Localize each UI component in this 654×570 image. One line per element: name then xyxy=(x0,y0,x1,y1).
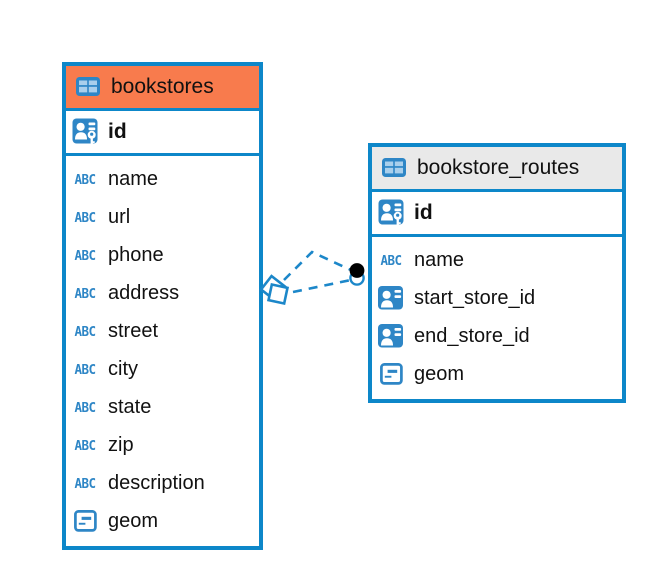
column-row-start_store_id[interactable]: start_store_id xyxy=(372,279,622,317)
column-row-geom[interactable]: geom xyxy=(66,502,259,540)
column-label: geom xyxy=(414,362,465,385)
table-icon xyxy=(74,77,102,97)
column-label: city xyxy=(108,357,138,380)
column-row-description[interactable]: ABC description xyxy=(66,464,259,502)
primary-key-label: id xyxy=(108,120,127,143)
column-label: zip xyxy=(108,433,134,456)
column-label: description xyxy=(108,471,205,494)
primary-key-icon xyxy=(377,199,405,228)
column-label: geom xyxy=(108,509,159,532)
column-row-name[interactable]: ABC name xyxy=(372,241,622,279)
table-icon xyxy=(380,158,408,178)
foreign-key-icon xyxy=(377,324,405,348)
column-label: phone xyxy=(108,243,164,266)
text-icon: ABC xyxy=(74,323,96,339)
relationship-dot-marker[interactable] xyxy=(349,263,365,286)
column-row-phone[interactable]: ABC phone xyxy=(66,236,259,274)
column-row-state[interactable]: ABC state xyxy=(66,388,259,426)
table-header[interactable]: bookstores xyxy=(66,66,259,111)
column-row-zip[interactable]: ABC zip xyxy=(66,426,259,464)
column-label: street xyxy=(108,319,159,342)
column-row-city[interactable]: ABC city xyxy=(66,350,259,388)
text-icon: ABC xyxy=(74,209,96,225)
column-label: state xyxy=(108,395,152,418)
text-icon: ABC xyxy=(74,475,96,491)
foreign-key-icon xyxy=(377,286,405,310)
column-label: url xyxy=(108,205,131,228)
table-header[interactable]: bookstore_routes xyxy=(372,147,622,192)
column-label: name xyxy=(414,248,465,271)
entity-table-bookstore-routes[interactable]: bookstore_routes id ABC name start_store_i… xyxy=(368,143,626,403)
column-row-name[interactable]: ABC name xyxy=(66,160,259,198)
relationship-line[interactable] xyxy=(283,250,354,281)
primary-key-row[interactable]: id xyxy=(66,111,259,156)
table-title: bookstore_routes xyxy=(417,156,580,179)
text-icon: ABC xyxy=(74,399,96,415)
relationship-squares-marker[interactable] xyxy=(259,274,290,306)
relationship-line[interactable] xyxy=(292,278,352,294)
primary-key-label: id xyxy=(414,201,433,224)
text-icon: ABC xyxy=(380,252,402,268)
primary-key-row[interactable]: id xyxy=(372,192,622,237)
table-title: bookstores xyxy=(111,75,214,98)
column-label: name xyxy=(108,167,159,190)
text-icon: ABC xyxy=(74,437,96,453)
column-label: address xyxy=(108,281,180,304)
column-row-address[interactable]: ABC address xyxy=(66,274,259,312)
column-row-geom[interactable]: geom xyxy=(372,355,622,393)
text-icon: ABC xyxy=(74,361,96,377)
column-row-url[interactable]: ABC url xyxy=(66,198,259,236)
column-row-end_store_id[interactable]: end_store_id xyxy=(372,317,622,355)
text-icon: ABC xyxy=(74,285,96,301)
geometry-icon xyxy=(377,363,405,385)
text-icon: ABC xyxy=(74,171,96,187)
column-label: start_store_id xyxy=(414,286,536,309)
column-row-street[interactable]: ABC street xyxy=(66,312,259,350)
column-label: end_store_id xyxy=(414,324,530,347)
text-icon: ABC xyxy=(74,247,96,263)
primary-key-icon xyxy=(71,118,99,147)
geometry-icon xyxy=(71,510,99,532)
